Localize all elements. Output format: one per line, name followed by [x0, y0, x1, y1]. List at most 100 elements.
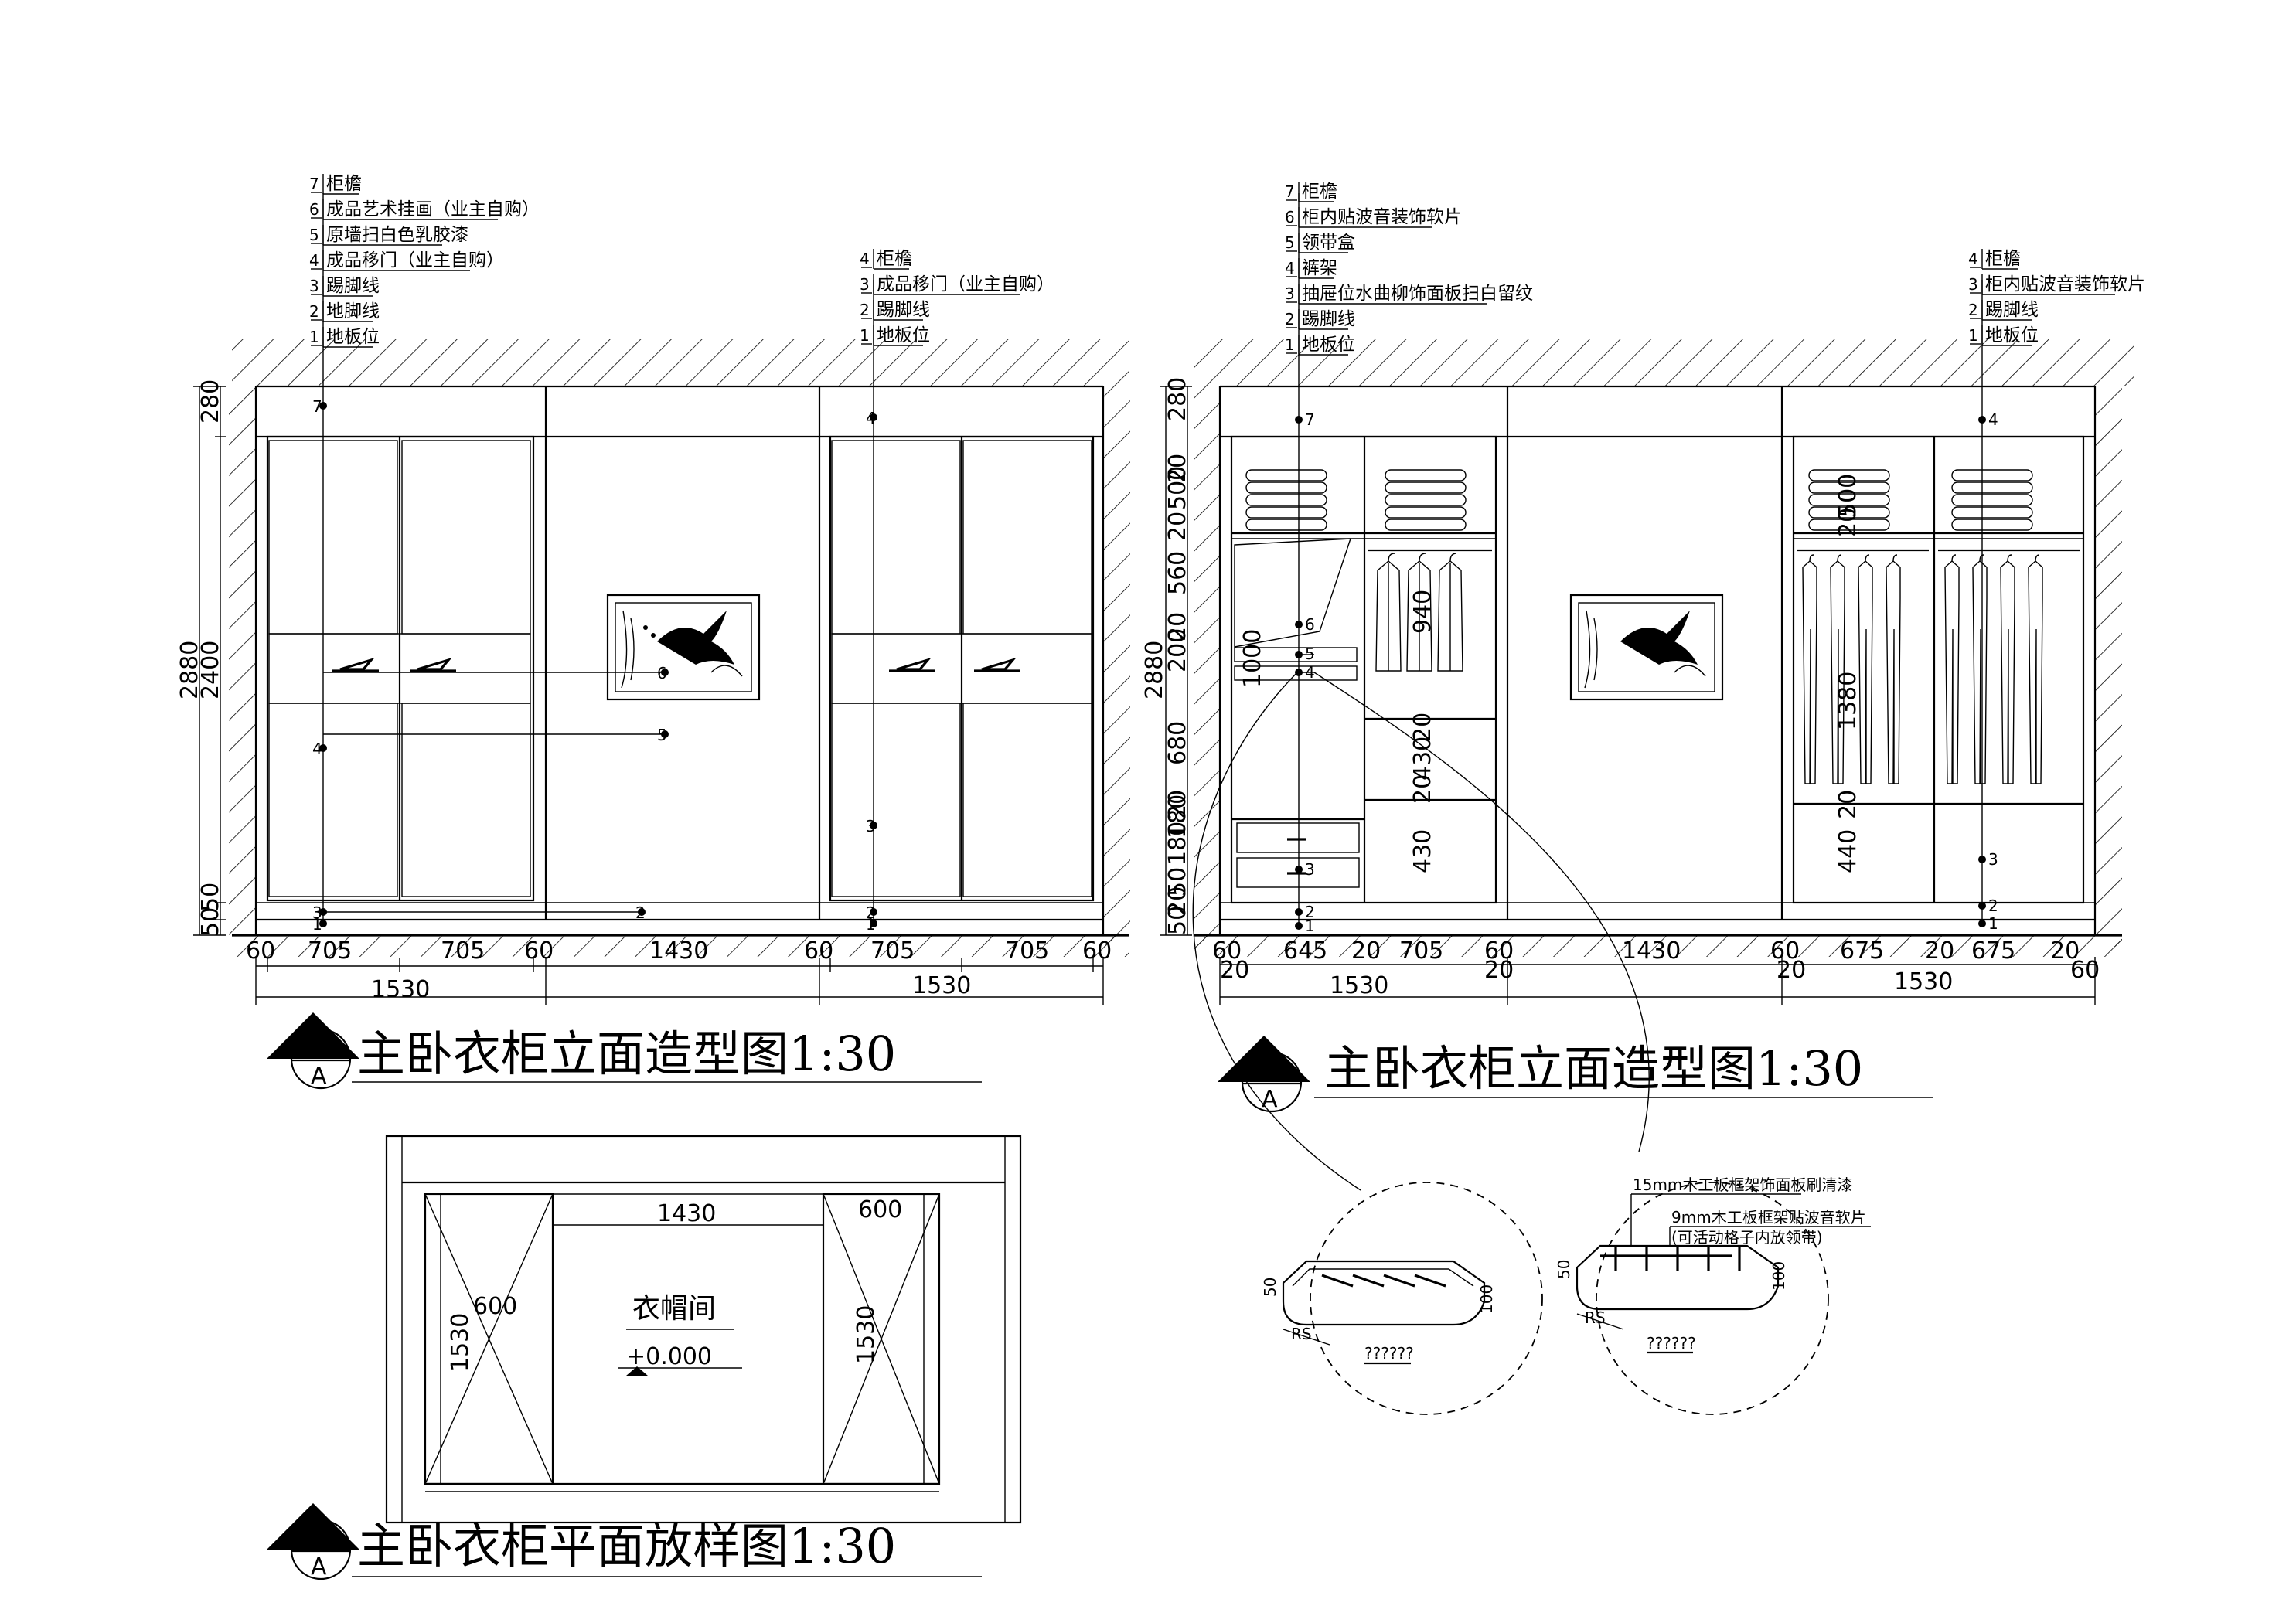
hdim: 20	[1220, 957, 1249, 984]
art-painting	[606, 594, 761, 701]
ceiling-hatch	[1194, 339, 2134, 386]
hdim: 705	[441, 937, 485, 965]
vdim: 20	[1164, 612, 1191, 641]
callout-number: 2	[1968, 301, 1978, 319]
callout-number: 4	[860, 250, 870, 268]
callout-number: 3	[1285, 284, 1295, 303]
left-marker: 2	[635, 903, 646, 922]
detail-a: RS 50 100 ??????	[1261, 1182, 1543, 1415]
right-marker: 5	[1305, 645, 1315, 663]
level-mark: +0.000	[626, 1343, 712, 1370]
floor-hatch	[1194, 935, 2122, 957]
left-cabinet-doors	[266, 435, 535, 902]
callout-text: 柜檐	[1985, 249, 2021, 269]
hdim: 1530	[1894, 968, 1953, 995]
right-wall-hatch	[2095, 386, 2122, 947]
vdim: 20	[1164, 790, 1191, 819]
callout-text: 柜内贴波音装饰软片	[1302, 207, 1462, 227]
room-label: 衣帽间	[632, 1293, 716, 1325]
callout-text: 踢脚线	[877, 300, 930, 320]
hdim: 60	[2070, 957, 2100, 984]
callout-text: 地脚线	[326, 301, 380, 322]
hdim-total: 1530	[912, 972, 971, 999]
right-elevation: 940 1000 20 430 20 430 1380 20 440 20 50…	[1141, 182, 2145, 1191]
open-cabinet-left	[1230, 435, 1497, 904]
symbol-letter: A	[1262, 1086, 1278, 1113]
callout-number: 1	[1968, 326, 1978, 345]
callout-number: 3	[1968, 275, 1978, 294]
right-marker: 4	[1988, 410, 1998, 429]
right-marker: 3	[1988, 850, 1998, 869]
right-vertical-dims: 2880	[1141, 386, 1192, 936]
vdim: 280	[1164, 377, 1191, 421]
hdim: 675	[1840, 937, 1884, 965]
callout-text: 踢脚线	[326, 276, 380, 296]
vdim: 50	[1164, 867, 1191, 897]
inner-dim: 20	[1409, 774, 1436, 804]
detail-b-note3: (可活动格子内放领带)	[1671, 1228, 1823, 1247]
callout-text: 地板位	[877, 325, 930, 345]
hdim: 60	[524, 937, 554, 965]
callout-text: 柜内贴波音装饰软片	[1985, 274, 2145, 294]
hdim: 20	[1925, 937, 1954, 965]
vdim: 180	[1164, 794, 1191, 839]
callout-number: 2	[1285, 310, 1295, 328]
callout-text: 领带盒	[1302, 233, 1355, 253]
detail-b-dim: 50	[1555, 1260, 1573, 1279]
hdim: 20	[2050, 937, 2080, 965]
callout-number: 4	[1285, 259, 1295, 277]
plan-dim: 600	[473, 1293, 517, 1320]
left-marker: 6	[657, 664, 667, 682]
left-vertical-dims: 280 2400 50 50 2880	[176, 379, 226, 937]
callout-number: 7	[1285, 182, 1295, 201]
inner-dim: 940	[1409, 590, 1436, 634]
left-elev-marker-dots	[319, 402, 877, 927]
detail-b-note2: 9mm木工板框架贴波音软片	[1671, 1208, 1866, 1227]
callout-text: 踢脚线	[1985, 300, 2039, 320]
callout-text: 柜檐	[1302, 182, 1337, 202]
callout-number: 3	[309, 277, 319, 295]
title-elevation-a: 5 A 主卧衣柜立面造型图1:30	[267, 1012, 982, 1090]
vdim: 200	[1164, 628, 1191, 672]
inner-dim: 440	[1834, 829, 1862, 873]
callout-number: 4	[1968, 250, 1978, 268]
left-marker: 4	[312, 740, 322, 758]
ceiling-hatch	[232, 339, 1129, 386]
vdim: 50	[197, 907, 224, 937]
vdim: 2400	[197, 641, 224, 699]
right-elev-marker-dots	[1295, 416, 1986, 930]
symbol-letter: A	[311, 1063, 327, 1090]
symbol-num: 5	[1263, 1056, 1278, 1084]
symbol-num: 5	[312, 1033, 327, 1060]
callout-number: 1	[860, 326, 870, 345]
callout-text: 柜檐	[326, 174, 362, 194]
symbol-num: 5	[312, 1524, 327, 1551]
vdim: 180	[1164, 822, 1191, 866]
right-marker: 1	[1305, 917, 1315, 935]
callout-number: 4	[309, 251, 319, 270]
title-elevation-b: 5 A 主卧衣柜立面造型图1:30	[1218, 1036, 1933, 1113]
callout-number: 2	[860, 301, 870, 319]
left-marker: 3	[866, 817, 876, 835]
left-marker: 2	[866, 903, 876, 922]
plan-dim: 1530	[853, 1305, 880, 1364]
vdim: 50	[197, 883, 224, 912]
elevation-b-title: 主卧衣柜立面造型图1:30	[1324, 1040, 1863, 1097]
callout-text: 柜檐	[877, 249, 912, 269]
inner-dim: 1380	[1834, 672, 1862, 730]
hdim: 60	[1770, 937, 1800, 965]
hdim: 60	[1082, 937, 1112, 965]
callout-number: 7	[309, 175, 319, 193]
floor-hatch	[232, 935, 1129, 957]
hdim: 60	[246, 937, 275, 965]
callout-number: 6	[309, 200, 319, 219]
left-wall-hatch	[229, 386, 256, 947]
right-marker: 2	[1305, 903, 1315, 921]
callout-number: 5	[309, 226, 319, 244]
hdim-total: 1530	[371, 976, 430, 1003]
right-marker: 6	[1305, 615, 1315, 634]
detail-b-note: ??????	[1647, 1334, 1696, 1352]
